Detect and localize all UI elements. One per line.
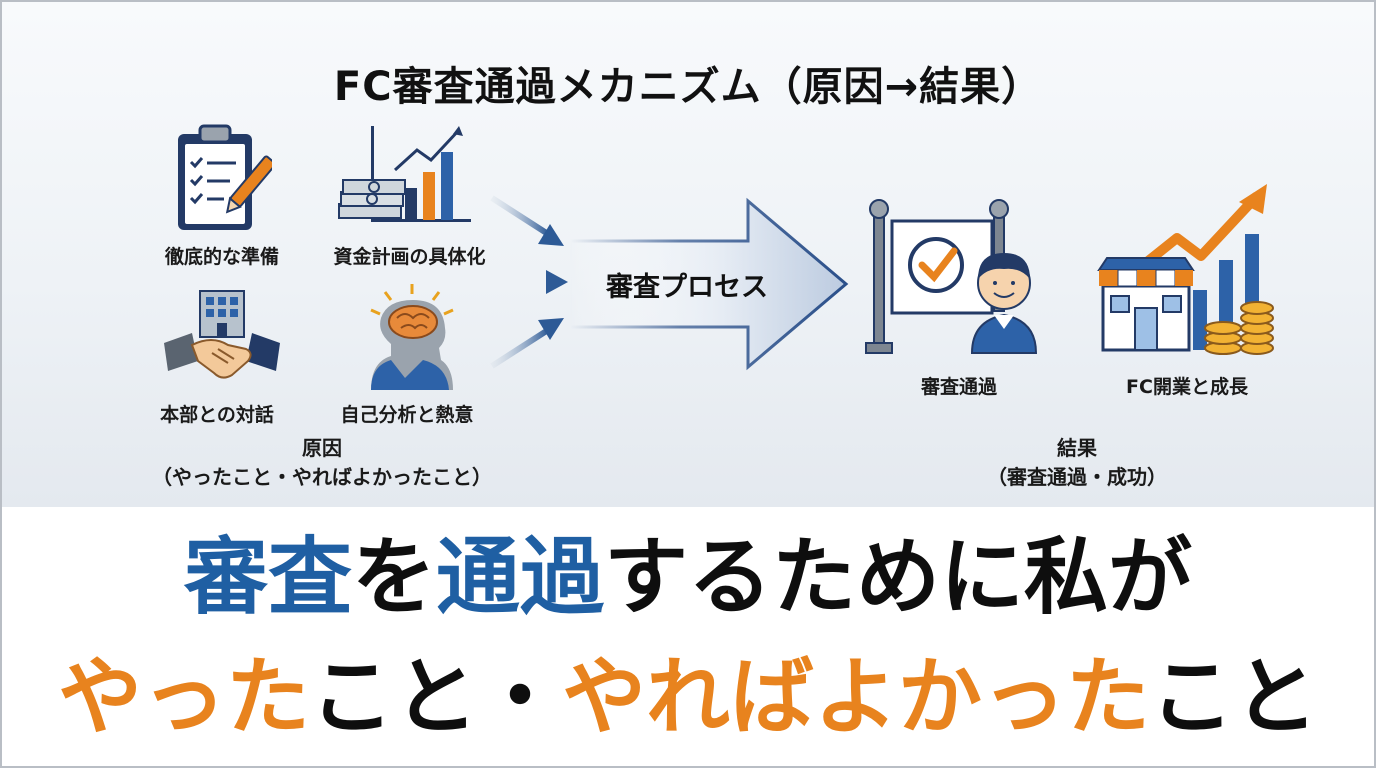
arrow-upper [490,195,564,246]
headline-word-tsuka: 通過 [436,528,605,626]
cause-label-dialogue: 本部との対話 [160,404,274,426]
clipboard-checklist-icon [178,124,272,230]
causes-group-title: 原因 [302,436,342,460]
headline-line-1: 審査を通過するために私が [2,522,1374,632]
headline-phrase-suru-tame: するために私が [604,528,1193,626]
mechanism-diagram: FC審査通過メカニズム（原因→結果） 徹底的な準備 [2,2,1374,507]
headline-word-koto-1: こと・ [309,648,562,746]
approved-sign-person-icon [865,199,1038,354]
arrow-middle [482,270,568,294]
process-arrow [570,197,849,371]
causes-group-subtitle: （やったこと・やればよかったこと） [152,465,492,489]
results-group-label: 結果 （審査通過・成功） [962,434,1192,492]
store-growth-chart-icon [1097,184,1274,355]
result-label-opening-growth: FC開業と成長 [1126,376,1248,398]
money-growth-chart-icon [338,126,471,222]
results-group-title: 結果 [1057,436,1097,460]
arrow-lower [490,318,564,369]
diagram-title: FC審査通過メカニズム（原因→結果） [333,64,1043,110]
cause-label-self-analysis: 自己分析と熱意 [340,404,474,426]
causes-group-label: 原因 （やったこと・やればよかったこと） [122,434,522,492]
handshake-building-icon [164,290,280,379]
headline-word-yareba: やればよかった [562,648,1151,746]
headline-word-wo: を [351,528,436,626]
result-label-pass: 審査通過 [920,376,997,398]
cause-label-funding-plan: 資金計画の具体化 [333,246,486,268]
headline-word-koto-2: こと [1150,648,1319,746]
cause-arrows [482,195,568,369]
headline-word-shinsa: 審査 [183,528,352,626]
cause-label-preparation: 徹底的な準備 [164,246,279,268]
process-label: 審査プロセス [606,272,768,303]
headline-line-2: やったこと・やればよかったこと [2,642,1374,752]
headline-word-yatta: やった [57,648,310,746]
results-group-subtitle: （審査通過・成功） [987,465,1167,489]
head-brain-icon [370,284,454,390]
